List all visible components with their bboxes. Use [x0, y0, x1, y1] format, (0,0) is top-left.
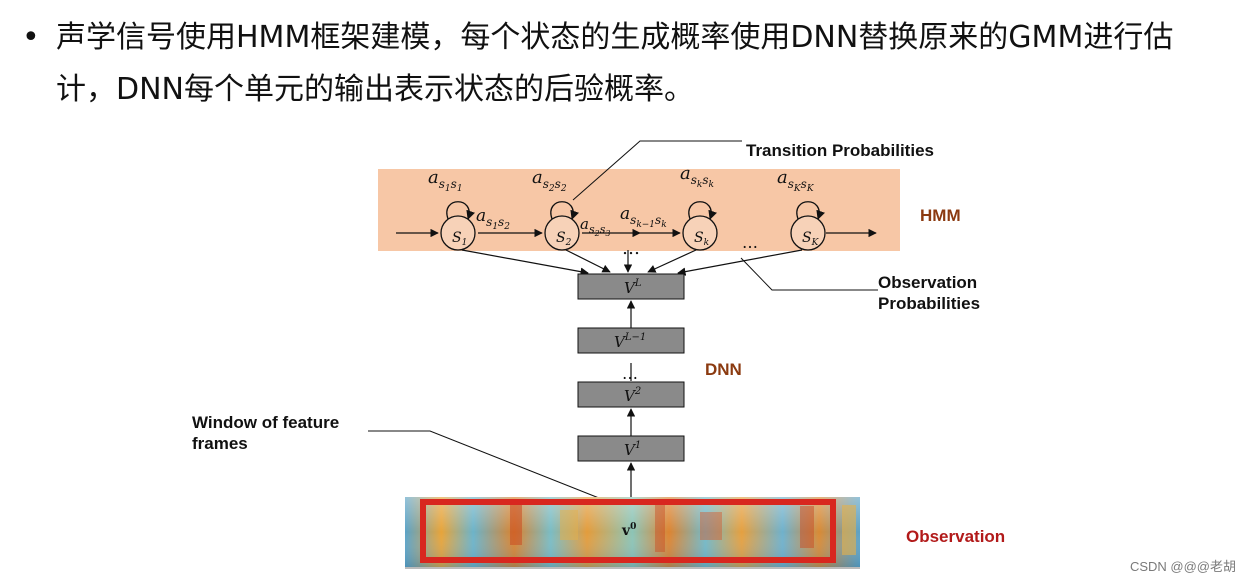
state-s1: S1 — [440, 201, 476, 251]
observation-prob-label-line1: Observation — [878, 273, 977, 292]
layer-vL: VL — [577, 273, 685, 300]
dnn-label: DNN — [705, 360, 742, 379]
hmm-ellipsis-1: … — [622, 238, 640, 259]
window-label-line1: Window of feature — [192, 413, 339, 432]
bullet-line-1: • 声学信号使用HMM框架建模，每个状态的生成概率使用DNN替换原来的GMM进行估 — [22, 12, 1237, 64]
state-sk: Sk — [682, 201, 718, 251]
hmm-ellipsis-2: … — [742, 233, 758, 252]
emission-arrow-s1 — [461, 249, 589, 276]
state-s2: S2 — [544, 201, 580, 251]
observation-prob-label-line2: Probabilities — [878, 294, 980, 313]
layer-vL-1: VL−1 — [577, 327, 685, 354]
emission-arrow-sk — [647, 249, 697, 273]
bullet-line-1-text: 声学信号使用HMM框架建模，每个状态的生成概率使用DNN替换原来的GMM进行估 — [56, 20, 1174, 55]
bullet-line-2: 计，DNN每个单元的输出表示状态的后验概率。 — [56, 72, 694, 107]
layer-v1: V1 — [577, 435, 685, 462]
observation-prob-pointer — [740, 257, 878, 291]
bullet-paragraph: • 声学信号使用HMM框架建模，每个状态的生成概率使用DNN替换原来的GMM进行估… — [22, 12, 1237, 116]
window-label-line2: frames — [192, 434, 248, 453]
state-sK: SK — [790, 201, 826, 251]
feature-window-frame — [420, 499, 836, 563]
csdn-watermark: CSDN @@@老胡 — [1129, 559, 1236, 574]
window-pointer — [368, 430, 605, 501]
emission-arrow-s2 — [565, 249, 611, 273]
layer-ellipsis: … — [622, 364, 638, 383]
emission-arrow-sK — [677, 249, 803, 276]
layer-v2: V2 — [577, 381, 685, 408]
transition-probabilities-label: Transition Probabilities — [746, 141, 934, 160]
bullet-symbol: • — [22, 20, 40, 55]
observation-label: Observation — [906, 527, 1005, 546]
hmm-label: HMM — [920, 206, 961, 225]
transition-pointer — [572, 140, 742, 201]
spectrogram — [405, 497, 860, 569]
